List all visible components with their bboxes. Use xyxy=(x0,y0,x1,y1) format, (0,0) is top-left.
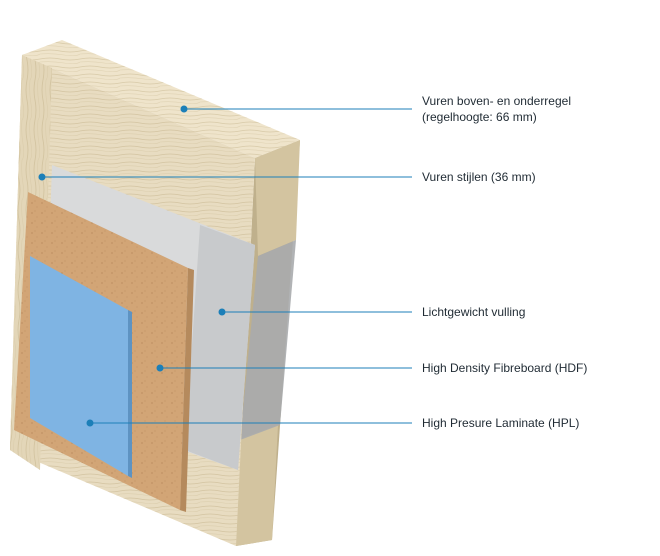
callout-hdf: High Density Fibreboard (HDF) xyxy=(422,360,587,376)
leader-dot-stiles xyxy=(38,173,46,181)
callout-hdf-line-1: High Density Fibreboard (HDF) xyxy=(422,361,588,375)
leader-dot-top-bottom-rail xyxy=(180,105,188,113)
hpl-laminate xyxy=(30,256,128,476)
leader-lines xyxy=(38,105,412,427)
leader-dot-lightweight-core xyxy=(218,308,226,316)
callout-hpl-line-1: High Presure Laminate (HPL) xyxy=(422,416,580,430)
callout-top-bottom-rail: Vuren boven- en onderregel (regelhoogte:… xyxy=(422,93,571,125)
callout-hpl: High Presure Laminate (HPL) xyxy=(422,415,579,431)
callout-stiles: Vuren stijlen (36 mm) xyxy=(422,169,536,185)
callout-stiles-line-1: Vuren stijlen (36 mm) xyxy=(422,170,536,184)
callout-lightweight-core-line-1: Lichtgewicht vulling xyxy=(422,305,526,319)
callout-top-bottom-rail-line-1: Vuren boven- en onderregel xyxy=(422,94,571,108)
leader-dot-hpl xyxy=(86,419,94,427)
leader-dot-hdf xyxy=(156,364,164,372)
callout-top-bottom-rail-line-2: (regelhoogte: 66 mm) xyxy=(422,110,537,124)
callout-lightweight-core: Lichtgewicht vulling xyxy=(422,304,525,320)
